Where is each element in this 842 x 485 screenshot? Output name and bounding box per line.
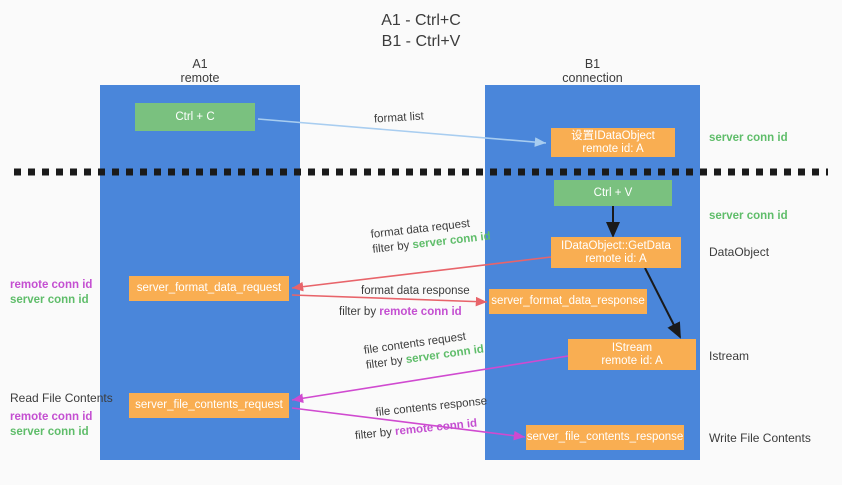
node-istream-line1: IStream	[611, 341, 653, 354]
node-ctrl-v-line1: Ctrl + V	[593, 186, 633, 199]
node-idataobject-getdata[interactable]: IDataObject::GetData remote id: A	[551, 237, 681, 268]
node-server-format-data-request-label: server_format_data_request	[136, 282, 282, 294]
label-remote-conn-id-2: remote conn id	[10, 411, 93, 423]
node-set-idataobject-line1: 设置IDataObject	[571, 129, 655, 142]
label-server-conn-id-top: server conn id	[709, 132, 788, 144]
label-write-file-contents: Write File Contents	[709, 431, 811, 445]
edge-label-file-contents-request: file contents request filter by server c…	[363, 327, 485, 373]
edge-label-format-data-request: format data request filter by server con…	[370, 215, 492, 258]
label-server-conn-id-2: server conn id	[10, 426, 89, 438]
edge-label-file-contents-response-filter: filter by remote conn id	[354, 415, 490, 444]
node-ctrl-c-line1: Ctrl + C	[175, 110, 215, 123]
node-server-file-contents-response[interactable]: server_file_contents_response	[526, 425, 684, 450]
node-ctrl-v[interactable]: Ctrl + V	[554, 180, 672, 206]
filter-value-4: remote conn id	[394, 417, 478, 439]
label-server-conn-id-mid: server conn id	[709, 210, 788, 222]
edge-label-file-contents-response: file contents response filter by remote …	[354, 394, 490, 442]
lane-header-a1: A1 remote	[100, 57, 300, 85]
edge-label-format-list-text: format list	[373, 110, 425, 126]
lane-b1-name: B1	[584, 57, 601, 71]
title-line-2: B1 - Ctrl+V	[381, 33, 461, 50]
label-istream: Istream	[709, 349, 750, 363]
filter-prefix-2: filter by	[339, 306, 380, 318]
filter-prefix-3: filter by	[365, 354, 407, 372]
filter-value-2: remote conn id	[379, 306, 462, 318]
edge-label-format-data-response: format data response filter by remote co…	[339, 284, 470, 320]
node-set-idataobject-line2: remote id: A	[582, 142, 644, 155]
node-istream-line2: remote id: A	[601, 354, 663, 367]
node-istream[interactable]: IStream remote id: A	[568, 339, 696, 370]
title-line-1: A1 - Ctrl+C	[381, 12, 461, 29]
node-server-format-data-request[interactable]: server_format_data_request	[129, 276, 289, 301]
label-dataobject: DataObject	[709, 245, 770, 259]
node-ctrl-c[interactable]: Ctrl + C	[135, 103, 255, 131]
edge-label-format-data-response-filter: filter by remote conn id	[339, 305, 470, 320]
label-read-file-contents: Read File Contents	[10, 391, 113, 405]
node-server-file-contents-request-label: server_file_contents_request	[135, 399, 283, 411]
edge-label-format-list: format list	[374, 109, 425, 127]
label-remote-conn-id-1: remote conn id	[10, 279, 93, 291]
label-server-conn-id-1: server conn id	[10, 294, 89, 306]
diagram-title: A1 - Ctrl+C B1 - Ctrl+V	[0, 10, 842, 52]
node-idataobject-getdata-line2: remote id: A	[585, 252, 647, 265]
node-set-idataobject[interactable]: 设置IDataObject remote id: A	[551, 128, 675, 157]
node-server-file-contents-request[interactable]: server_file_contents_request	[129, 393, 289, 418]
node-server-format-data-response[interactable]: server_format_data_response	[489, 289, 647, 314]
filter-prefix-4: filter by	[354, 426, 396, 443]
node-idataobject-getdata-line1: IDataObject::GetData	[561, 239, 671, 252]
lane-header-b1: B1 connection	[485, 57, 700, 85]
lane-a1-sub: remote	[180, 71, 220, 85]
filter-prefix-1: filter by	[371, 239, 414, 256]
node-server-file-contents-response-label: server_file_contents_response	[526, 431, 684, 443]
edge-label-format-data-response-text: format data response	[361, 285, 470, 297]
lane-a1-name: A1	[192, 57, 208, 71]
lane-b1-sub: connection	[562, 71, 623, 85]
node-server-format-data-response-label: server_format_data_response	[491, 295, 645, 307]
